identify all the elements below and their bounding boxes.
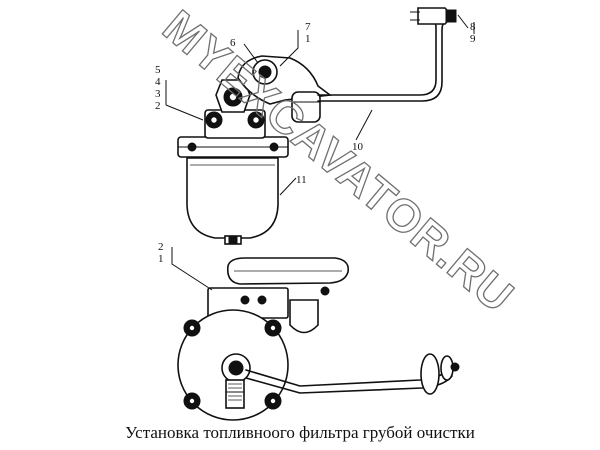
callout-9: 9: [470, 33, 476, 45]
callout-8: 8: [470, 21, 476, 33]
callout-1: 1: [305, 33, 311, 45]
callout-10: 10: [352, 141, 364, 153]
callout-11: 11: [296, 174, 307, 186]
callout-1-bottom: 1: [158, 253, 164, 265]
callout-2-bottom: 2: [158, 241, 164, 253]
callout-3: 3: [155, 88, 161, 100]
callout-4: 4: [155, 76, 161, 88]
callout-7: 7: [305, 21, 311, 33]
figure-caption: Установка топливноого фильтра грубой очи…: [125, 423, 475, 442]
callout-2: 2: [155, 100, 161, 112]
bottom-filter-assembly: [177, 257, 460, 421]
callout-numbers: 5 4 3 2 6 7 1 8 9 10 11 2 1: [155, 21, 476, 265]
leader-lines: [165, 14, 475, 291]
top-filter-assembly: [177, 7, 457, 245]
callout-5: 5: [155, 64, 161, 76]
callout-6: 6: [230, 37, 236, 49]
